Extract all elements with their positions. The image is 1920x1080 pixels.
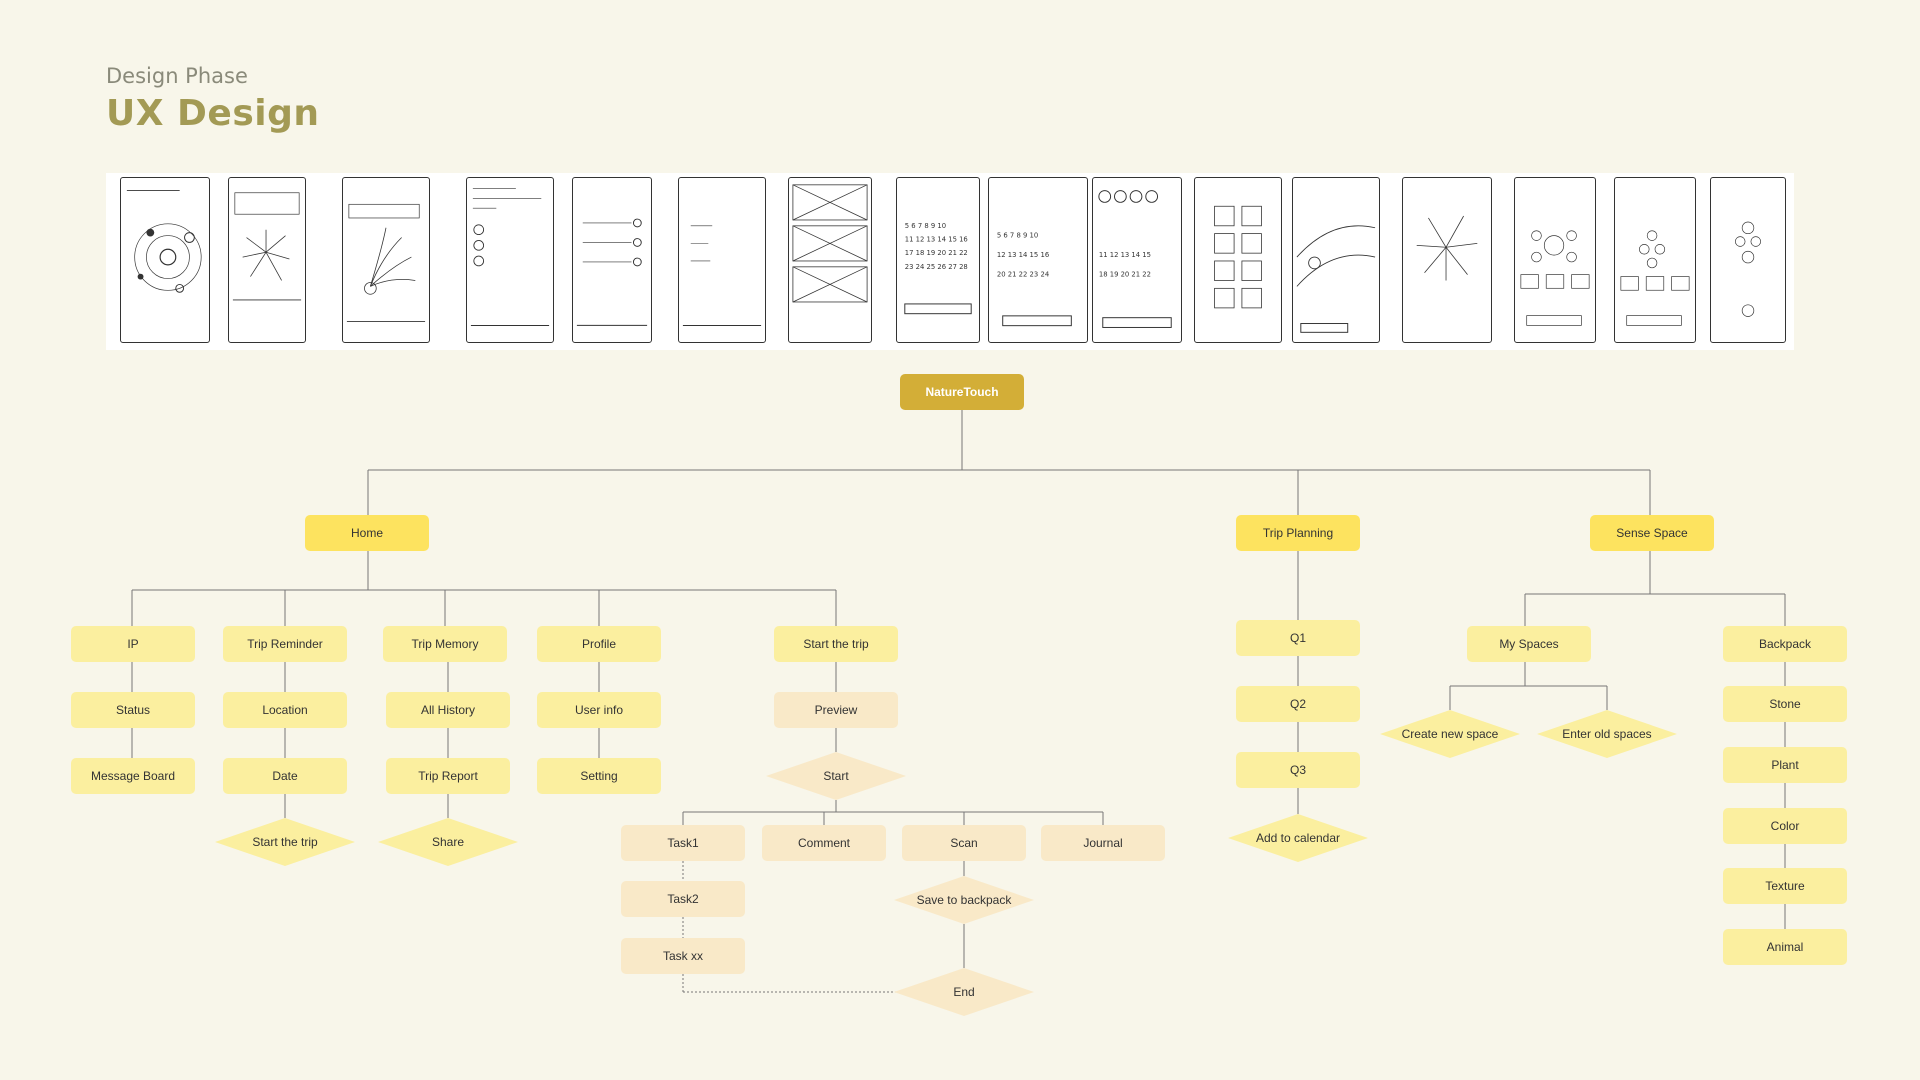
node-user-info: User info	[537, 692, 661, 728]
svg-text:5 6 7 8 9 10: 5 6 7 8 9 10	[905, 222, 946, 230]
node-setting: Setting	[537, 758, 661, 794]
svg-text:17 18 19 20 21 22: 17 18 19 20 21 22	[905, 249, 968, 257]
node-q1: Q1	[1236, 620, 1360, 656]
node-task2: Task2	[621, 881, 745, 917]
node-preview: Preview	[774, 692, 898, 728]
node-message-board: Message Board	[71, 758, 195, 794]
node-animal: Animal	[1723, 929, 1847, 965]
node-color: Color	[1723, 808, 1847, 844]
node-stone: Stone	[1723, 686, 1847, 722]
sketch-space-list-3	[1710, 177, 1786, 343]
node-save-to-backpack: Save to backpack	[894, 876, 1034, 924]
node-task1: Task1	[621, 825, 745, 861]
sketch-plan-q3	[678, 177, 766, 343]
phase-subtitle: Design Phase	[106, 64, 248, 88]
node-q2: Q2	[1236, 686, 1360, 722]
page-title: UX Design	[106, 93, 320, 134]
sketch-calendar: 5 6 7 8 9 10 11 12 13 14 15 16 17 18 19 20…	[896, 177, 980, 343]
node-journal: Journal	[1041, 825, 1165, 861]
node-trip-planning: Trip Planning	[1236, 515, 1360, 551]
node-trip-memory: Trip Memory	[383, 626, 507, 662]
sketch-space-list-2	[1614, 177, 1696, 343]
svg-text:11 12 13 14 15 16: 11 12 13 14 15 16	[905, 235, 968, 243]
node-texture: Texture	[1723, 868, 1847, 904]
node-enter-old-spaces: Enter old spaces	[1537, 710, 1677, 758]
svg-text:11 12 13 14 15: 11 12 13 14 15	[1099, 251, 1151, 259]
node-sense-space: Sense Space	[1590, 515, 1714, 551]
svg-text:5 6 7 8 9 10: 5 6 7 8 9 10	[997, 231, 1038, 239]
node-trip-report: Trip Report	[386, 758, 510, 794]
node-start: Start	[766, 752, 906, 800]
sketch-plan-result	[788, 177, 872, 343]
node-plant: Plant	[1723, 747, 1847, 783]
node-status: Status	[71, 692, 195, 728]
node-ip: IP	[71, 626, 195, 662]
node-add-to-calendar: Add to calendar	[1228, 814, 1368, 862]
sketch-friend-group	[120, 177, 210, 343]
node-location: Location	[223, 692, 347, 728]
node-naturetouch: NatureTouch	[900, 374, 1024, 410]
svg-text:20 21 22 23 24: 20 21 22 23 24	[997, 271, 1049, 279]
node-create-new-space: Create new space	[1380, 710, 1520, 758]
sketch-calendar-2: 5 6 7 8 9 10 12 13 14 15 16 20 21 22 23 24	[988, 177, 1088, 343]
sketch-plan-q2	[572, 177, 652, 343]
node-q3: Q3	[1236, 752, 1360, 788]
node-backpack: Backpack	[1723, 626, 1847, 662]
node-all-history: All History	[386, 692, 510, 728]
sketch-space-list	[1514, 177, 1596, 343]
wireframe-sketch-strip: 5 6 7 8 9 10 11 12 13 14 15 16 17 18 19 20…	[106, 173, 1794, 350]
sketch-plan-q1	[466, 177, 554, 343]
node-date: Date	[223, 758, 347, 794]
node-home: Home	[305, 515, 429, 551]
svg-text:18 19 20 21 22: 18 19 20 21 22	[1099, 271, 1151, 279]
node-end: End	[894, 968, 1034, 1016]
node-trip-reminder: Trip Reminder	[223, 626, 347, 662]
node-share: Share	[378, 818, 518, 866]
sketch-backpack	[1194, 177, 1282, 343]
node-start-the-trip: Start the trip	[774, 626, 898, 662]
node-my-spaces: My Spaces	[1467, 626, 1591, 662]
svg-text:23 24 25 26 27 28: 23 24 25 26 27 28	[905, 263, 968, 271]
node-reminder-start-trip: Start the trip	[215, 818, 355, 866]
sketch-home-tree	[342, 177, 430, 343]
sketch-sense-space	[1402, 177, 1492, 343]
node-profile: Profile	[537, 626, 661, 662]
node-comment: Comment	[762, 825, 886, 861]
sketch-calendar-3: 11 12 13 14 15 18 19 20 21 22	[1092, 177, 1182, 343]
node-scan: Scan	[902, 825, 1026, 861]
node-task-xx: Task xx	[621, 938, 745, 974]
svg-text:12 13 14 15 16: 12 13 14 15 16	[997, 251, 1049, 259]
sketch-exploring	[1292, 177, 1380, 343]
sketch-home-ip	[228, 177, 306, 343]
